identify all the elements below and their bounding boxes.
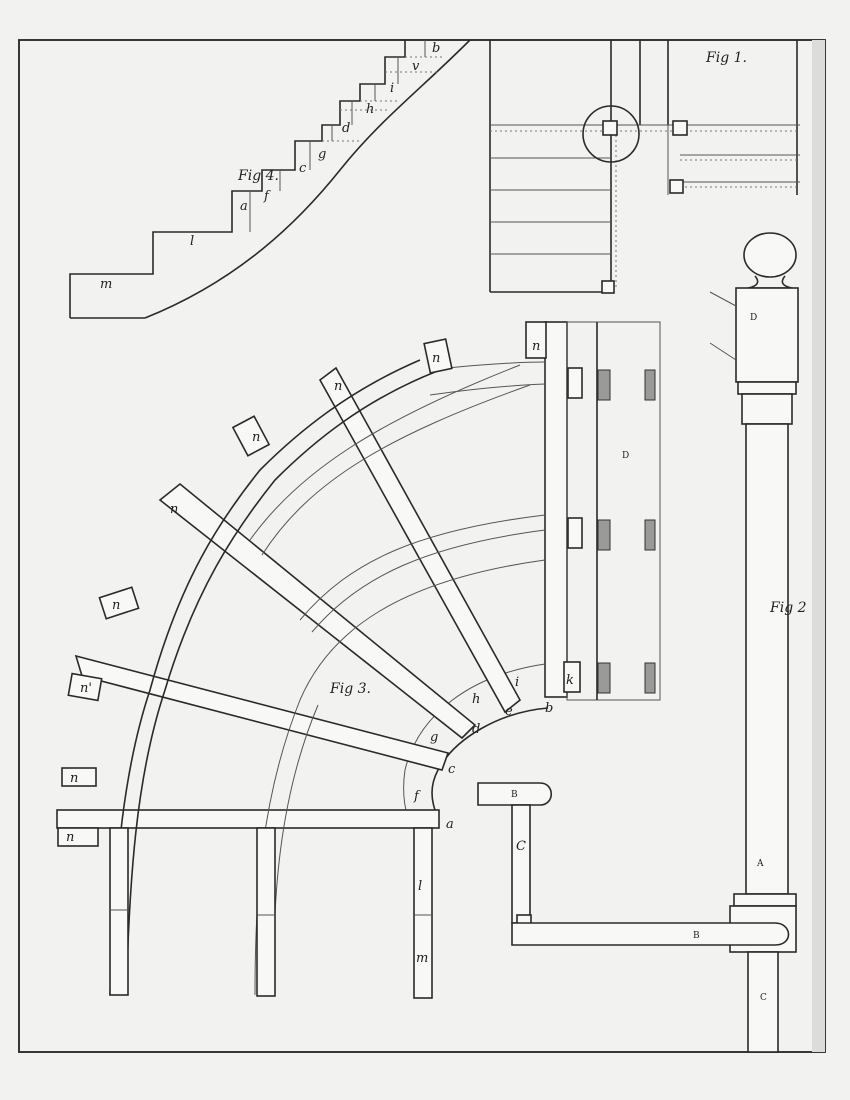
fig3-label-g: g xyxy=(430,730,438,745)
fig1-title: Fig 1. xyxy=(705,50,747,66)
fig2-label-B-top: B xyxy=(511,790,518,800)
fig4-label-h: h xyxy=(366,102,374,117)
fig3-label-h: h xyxy=(472,692,480,707)
fig4-label-l: l xyxy=(190,234,194,249)
fig4-title: Fig 4. xyxy=(237,168,279,184)
fig3-label-m: m xyxy=(416,951,428,966)
fig1-plan xyxy=(489,40,800,294)
fig2-newel-post xyxy=(477,232,799,1053)
fig3-label-i: i xyxy=(515,675,519,690)
fig2-title: Fig 2 xyxy=(769,600,807,616)
fig4-label-m: m xyxy=(100,277,112,292)
fig2-label-C-base: C xyxy=(760,993,767,1003)
fig4-label-v: v xyxy=(412,59,420,74)
fig3-label-e: e xyxy=(505,704,513,719)
fig3-label-n-8: n xyxy=(66,830,74,845)
fig3-label-d: d xyxy=(472,722,480,737)
fig4-stair-elevation xyxy=(69,39,471,319)
fig3-label-n-1: n xyxy=(532,339,540,354)
fig2-label-A: A xyxy=(756,859,764,869)
fig3-winder-plan xyxy=(56,321,661,999)
fig2-label-D: D xyxy=(750,313,757,323)
fig4-label-a: a xyxy=(240,199,248,214)
fig3-label-a: a xyxy=(446,817,454,832)
fig3-title: Fig 3. xyxy=(329,681,371,697)
fig3-label-n-prime: n' xyxy=(80,681,92,696)
fig3-label-b: b xyxy=(545,701,553,716)
fig3-label-f: f xyxy=(413,789,421,804)
fig4-label-f: f xyxy=(263,189,271,204)
fig2-label-B-bottom: B xyxy=(693,931,700,941)
fig2-label-C: C xyxy=(516,839,526,854)
fig3-label-k: k xyxy=(566,673,574,688)
fig3-label-D: D xyxy=(622,451,629,461)
fig3-label-n-6: n xyxy=(112,598,120,613)
fig3-label-n-2: n xyxy=(432,351,440,366)
fig4-label-i: i xyxy=(390,81,394,96)
fig4-label-d: d xyxy=(342,121,350,136)
fig3-label-c: c xyxy=(448,762,456,777)
fig4-label-c: c xyxy=(299,161,307,176)
fig4-label-g: g xyxy=(318,147,326,162)
fig3-label-n-7: n xyxy=(70,771,78,786)
fig4-label-b: b xyxy=(432,41,440,56)
fig3-label-n-4: n xyxy=(252,430,260,445)
fig3-label-l: l xyxy=(418,879,422,894)
plate-edge-shadow xyxy=(812,40,825,1052)
fig3-label-n-3: n xyxy=(334,379,342,394)
fig3-label-n-5: n xyxy=(170,502,178,517)
